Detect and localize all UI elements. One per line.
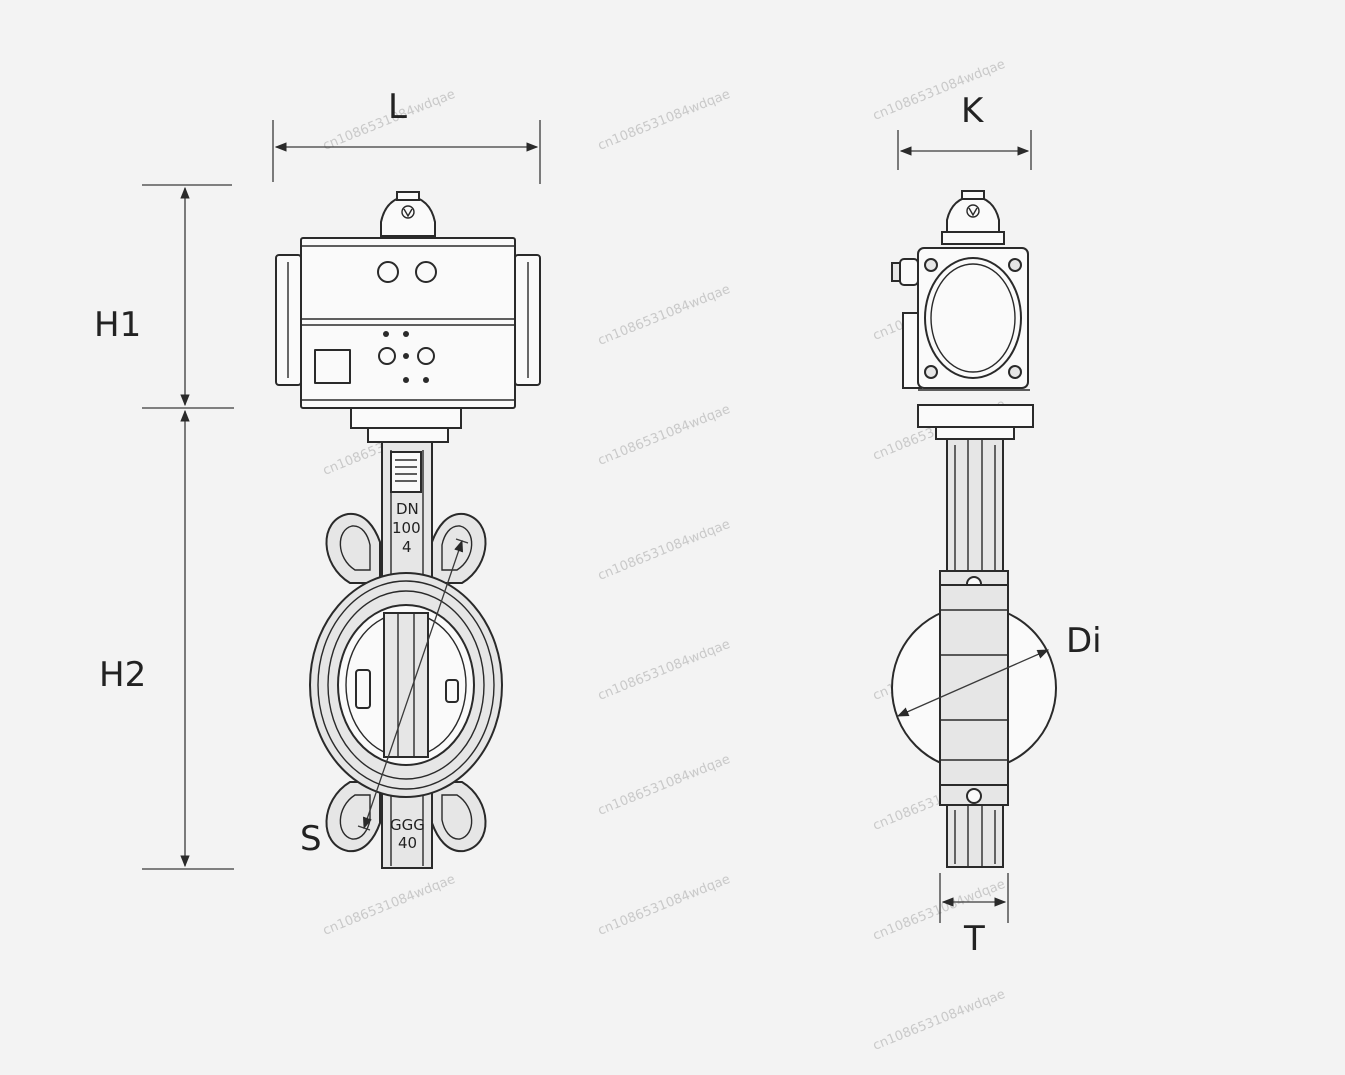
dimension-Di: Di	[896, 621, 1102, 717]
dimension-T: T	[939, 873, 1009, 959]
side-actuator	[891, 247, 1029, 389]
dimension-K: K	[897, 91, 1032, 170]
valve-front-view: L H1 H2	[94, 87, 541, 870]
watermark-text: cn1086531084wdqae	[596, 282, 733, 349]
watermark-text: cn1086531084wdqae	[596, 872, 733, 939]
dimension-S: S	[300, 538, 469, 859]
dimension-label-L: L	[388, 87, 407, 127]
dimension-label-T: T	[963, 919, 985, 959]
side-bottom-stub	[939, 784, 1009, 868]
watermark-text: cn1086531084wdqae	[871, 877, 1008, 944]
side-bracket	[917, 389, 1034, 440]
watermark-text: cn1086531084wdqae	[871, 987, 1008, 1054]
side-neck	[939, 438, 1009, 592]
watermark-text: cn1086531084wdqae	[596, 402, 733, 469]
dimension-L: L	[272, 87, 541, 184]
watermark-text: cn1086531084wdqae	[596, 637, 733, 704]
pneumatic-actuator	[275, 237, 541, 409]
mounting-bracket	[350, 407, 462, 443]
dimension-label-Di: Di	[1066, 621, 1102, 661]
dimension-label-H1: H1	[94, 305, 141, 345]
watermark-text: cn1086531084wdqae	[596, 87, 733, 154]
size-marking-value: 100	[392, 519, 421, 537]
size-marking-pn: 4	[402, 538, 412, 556]
dimension-label-K: K	[961, 91, 985, 131]
side-position-indicator	[941, 190, 1005, 245]
position-indicator	[380, 191, 436, 237]
dimension-label-H2: H2	[99, 655, 146, 695]
size-marking-dn: DN	[396, 500, 419, 518]
watermark-text: cn1086531084wdqae	[321, 872, 458, 939]
material-marking-2: 40	[398, 834, 417, 852]
side-disc	[891, 584, 1057, 786]
dimension-label-S: S	[300, 819, 322, 859]
material-marking-1: GGG	[390, 816, 425, 834]
watermark-text: cn1086531084wdqae	[596, 752, 733, 819]
dimension-H: H1 H2	[94, 184, 234, 870]
valve-side-view: K	[891, 91, 1102, 959]
watermark-text: cn1086531084wdqae	[596, 517, 733, 584]
watermark-text: cn1086531084wdqae	[871, 57, 1008, 124]
